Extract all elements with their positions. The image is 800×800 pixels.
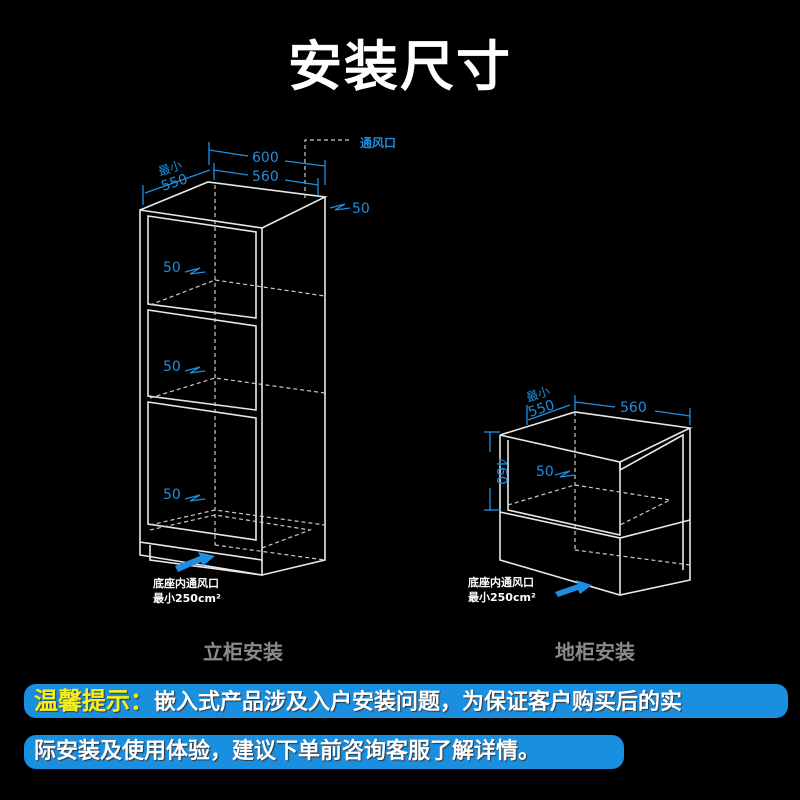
top-gap-label: 50 [352, 201, 370, 217]
width-560-label: 560 [620, 400, 647, 416]
vent-label: 通风口 [360, 135, 396, 150]
page-title: 安装尺寸 [288, 35, 512, 98]
tip-banner-line1: 温馨提示：嵌入式产品涉及入户安装问题，为保证客户购买后的实 [24, 684, 788, 718]
tall-cabinet-dimension-lines [142, 142, 351, 502]
base-cabinet-hidden-lines [507, 412, 691, 566]
base-vent-min: 最小250cm² [153, 591, 221, 605]
tip-text-2: 际安装及使用体验，建议下单前咨询客服了解详情。 [34, 739, 541, 764]
height-460-label: 460 [493, 458, 509, 485]
tall-cabinet-drawing [139, 181, 328, 576]
depth-550-label: 550 [526, 397, 556, 420]
width-600-label: 600 [252, 150, 279, 166]
airflow-arrow [175, 552, 215, 572]
shelf-gap-label: 50 [163, 359, 181, 375]
tip-text-1: 嵌入式产品涉及入户安装问题，为保证客户购买后的实 [154, 690, 683, 715]
tip-banner-line2: 际安装及使用体验，建议下单前咨询客服了解详情。 [24, 735, 624, 769]
shelf-gap-label: 50 [163, 487, 181, 503]
shelf-gap-label: 50 [163, 260, 181, 276]
airflow-arrow [555, 580, 592, 597]
base-cabinet-drawing [499, 411, 693, 596]
width-560-label: 560 [252, 169, 279, 185]
tip-label: 温馨提示： [34, 687, 154, 715]
base-vent-note: 底座内通风口 [468, 575, 534, 589]
base-vent-note: 底座内通风口 [153, 576, 219, 590]
gap-50-label: 50 [536, 464, 554, 480]
tall-cabinet-caption: 立柜安装 [203, 640, 283, 664]
depth-550-label: 550 [159, 171, 189, 194]
tall-cabinet-hidden-lines [149, 139, 350, 561]
base-cabinet-dimension-lines [484, 395, 691, 511]
base-cabinet-caption: 地柜安装 [555, 640, 635, 664]
base-vent-min: 最小250cm² [468, 590, 536, 604]
